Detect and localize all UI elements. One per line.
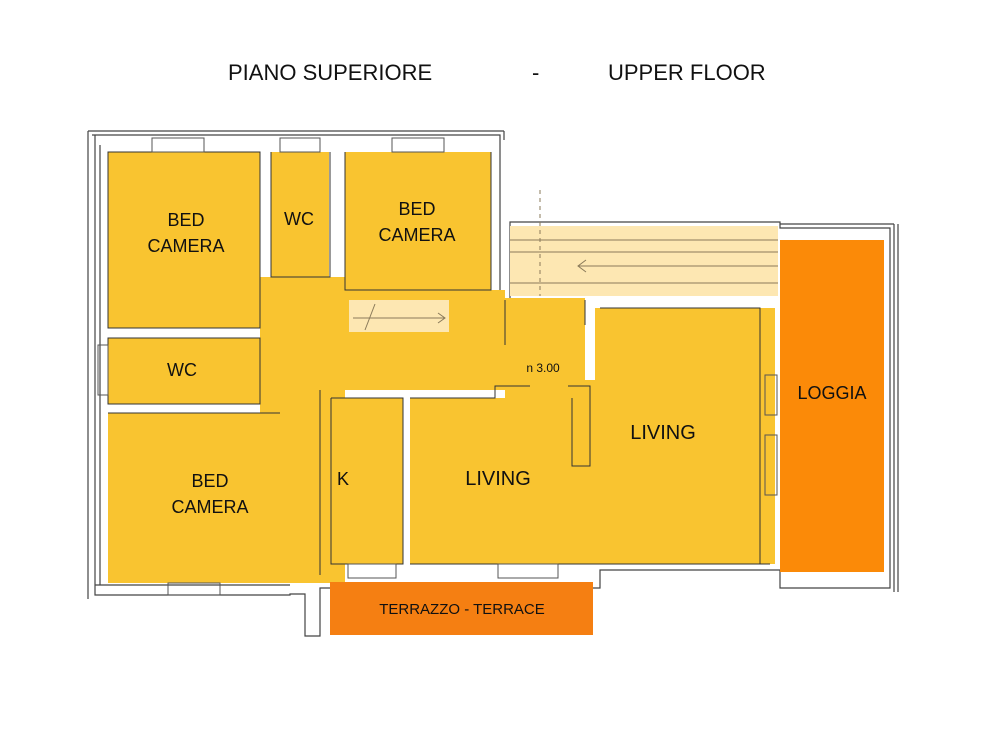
label-living-right: LIVING bbox=[630, 422, 696, 444]
label-living-center: LIVING bbox=[465, 468, 531, 490]
stair-details bbox=[353, 190, 778, 331]
label-loggia: LOGGIA bbox=[797, 383, 866, 403]
label-wc-top: WC bbox=[284, 209, 314, 229]
terrace-area bbox=[330, 582, 593, 635]
room-wc-top bbox=[271, 152, 329, 277]
interior-walls bbox=[107, 151, 770, 575]
label-bed-top-left-1: BED bbox=[167, 210, 204, 230]
label-bed-top-center-2: CAMERA bbox=[378, 225, 455, 245]
label-bed-top-left-2: CAMERA bbox=[147, 236, 224, 256]
label-terrace: TERRAZZO - TERRACE bbox=[379, 601, 545, 618]
label-kitchen: K bbox=[337, 469, 349, 489]
label-bed-top-center-1: BED bbox=[398, 199, 435, 219]
title-upper-floor: UPPER FLOOR bbox=[608, 60, 766, 85]
title-piano-superiore: PIANO SUPERIORE bbox=[228, 60, 432, 85]
label-wc-left: WC bbox=[167, 360, 197, 380]
window-markers bbox=[97, 137, 778, 596]
label-bed-bottom-left-1: BED bbox=[191, 471, 228, 491]
label-bed-bottom-left-2: CAMERA bbox=[171, 497, 248, 517]
stairs-upper bbox=[510, 226, 778, 296]
room-bed-top-left bbox=[108, 152, 260, 328]
stairs-small bbox=[349, 300, 449, 332]
room-wc-left bbox=[108, 338, 260, 404]
room-kitchen bbox=[331, 398, 403, 564]
room-living-link bbox=[505, 380, 595, 564]
room-bed-top-center bbox=[345, 152, 491, 290]
room-bed-bottom-left bbox=[108, 413, 280, 583]
room-stair-landing bbox=[505, 298, 585, 390]
rooms-fill bbox=[108, 152, 775, 583]
loggia-area bbox=[780, 240, 884, 572]
room-living-right bbox=[595, 308, 775, 564]
label-level-marker: n 3.00 bbox=[526, 361, 560, 375]
title-separator: - bbox=[532, 60, 539, 85]
